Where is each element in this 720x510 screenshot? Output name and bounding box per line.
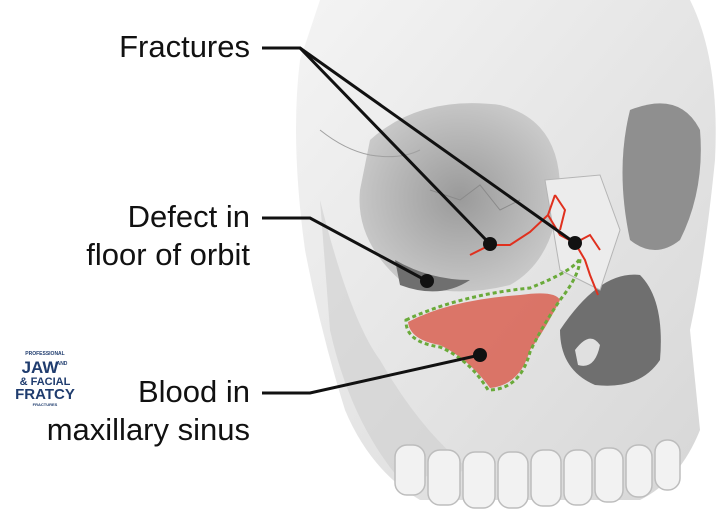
label-blood-line1: Blood in <box>137 374 250 409</box>
svg-text:& FACIAL: & FACIAL <box>20 376 71 388</box>
dot-blood <box>473 348 487 362</box>
label-fractures-text: Fractures <box>119 29 250 64</box>
svg-text:PROFESSIONAL: PROFESSIONAL <box>25 351 64 357</box>
maxillary-sinus-outline <box>404 257 582 392</box>
svg-text:JAW: JAW <box>22 358 60 377</box>
right-orbit <box>622 103 701 250</box>
logo: PROFESSIONAL JAW AND & FACIAL FRATCY FRA… <box>15 351 75 407</box>
label-defect-line2: floor of orbit <box>86 237 250 272</box>
left-orbit <box>359 103 560 292</box>
leader-fractures-b <box>299 46 576 245</box>
label-fractures: Fractures <box>119 28 250 66</box>
label-defect-line1: Defect in <box>127 199 250 234</box>
teeth <box>394 439 681 509</box>
leader-lines <box>262 46 576 395</box>
svg-text:FRATCY: FRATCY <box>15 386 75 403</box>
dot-defect <box>420 274 434 288</box>
svg-text:FRACTURES: FRACTURES <box>33 402 58 407</box>
maxillary-sinus-blood <box>408 293 560 388</box>
leader-defect <box>262 216 428 283</box>
leader-blood <box>262 353 481 395</box>
label-blood-line2: maxillary sinus <box>46 412 250 447</box>
leader-dots <box>420 236 582 362</box>
label-defect: Defect in floor of orbit <box>86 198 250 274</box>
dot-fracture-2 <box>568 236 582 250</box>
dot-fracture-1 <box>483 237 497 251</box>
label-blood: Blood in maxillary sinus <box>47 373 250 449</box>
svg-text:AND: AND <box>57 361 68 367</box>
